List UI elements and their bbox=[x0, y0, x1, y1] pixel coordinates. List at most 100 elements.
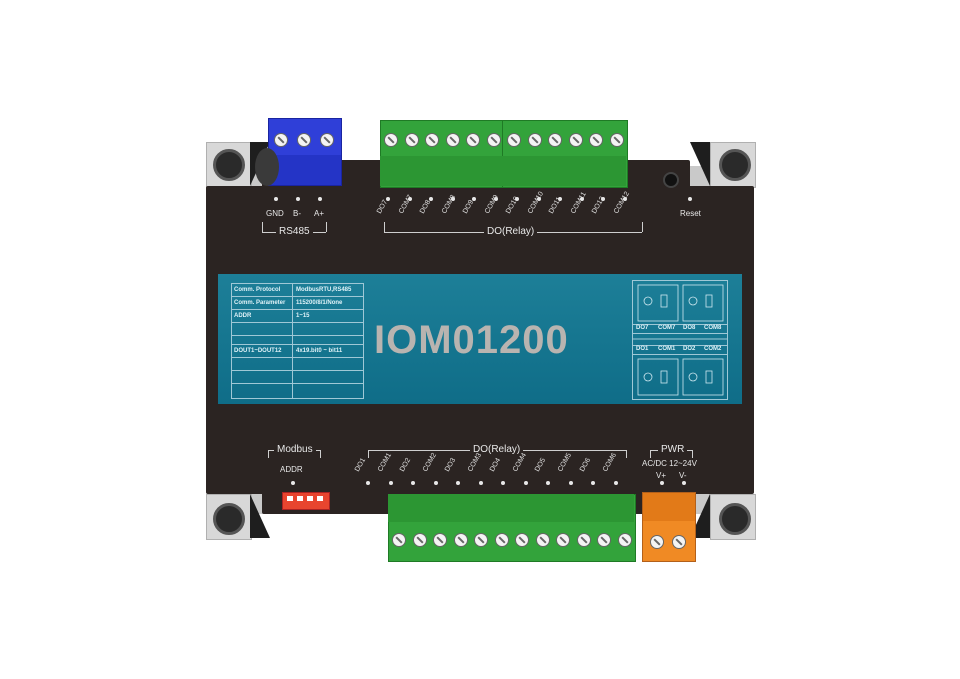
info-value: 1~15 bbox=[296, 313, 310, 319]
terminal-dot bbox=[407, 197, 412, 201]
screw-icon[interactable] bbox=[274, 133, 288, 147]
terminal-dot bbox=[601, 197, 605, 201]
screw-icon[interactable] bbox=[556, 533, 570, 547]
screw-icon[interactable] bbox=[589, 133, 603, 147]
screw-icon[interactable] bbox=[548, 133, 562, 147]
terminal-dot bbox=[429, 197, 433, 201]
terminal-dot bbox=[493, 197, 498, 201]
info-key: Comm. Parameter bbox=[234, 300, 286, 306]
terminal-dot bbox=[546, 481, 550, 485]
wiring-diagram: DO7 COM7 DO8 COM8 DO1 COM1 DO2 COM2 bbox=[632, 280, 728, 400]
terminal-dot bbox=[433, 481, 438, 485]
power-terminal-block[interactable] bbox=[642, 492, 696, 562]
screw-icon[interactable] bbox=[568, 133, 583, 147]
info-value: 115200/8/1/None bbox=[296, 300, 343, 306]
screw-icon[interactable] bbox=[535, 533, 550, 547]
screw-icon[interactable] bbox=[412, 533, 427, 547]
modbus-group-label: Modbus bbox=[274, 444, 316, 455]
terminal-dot bbox=[523, 481, 528, 485]
addr-label: ADDR bbox=[280, 465, 303, 474]
mount-hole bbox=[213, 149, 245, 181]
terminal-dot bbox=[536, 197, 541, 201]
mount-tab-top-right bbox=[710, 142, 756, 188]
front-label-panel: Comm. Protocol ModbusRTU,RS485 Comm. Par… bbox=[218, 274, 742, 404]
terminal-dot bbox=[478, 481, 483, 485]
screw-icon[interactable] bbox=[672, 535, 686, 549]
terminal-dot bbox=[366, 481, 370, 485]
reset-label: Reset bbox=[680, 209, 701, 218]
relay-wiring-svg bbox=[633, 284, 727, 396]
terminal-dot bbox=[456, 481, 460, 485]
terminal-dot bbox=[296, 197, 300, 201]
pwr-group-label: PWR bbox=[658, 444, 688, 455]
mount-tab-top-left bbox=[206, 142, 252, 188]
rs485-a-label: A+ bbox=[314, 209, 325, 218]
screw-icon[interactable] bbox=[515, 533, 529, 547]
screw-icon[interactable] bbox=[650, 535, 664, 549]
mount-tab-bottom-right bbox=[710, 494, 756, 540]
wiring-label: COM8 bbox=[704, 325, 722, 331]
terminal-dot bbox=[472, 197, 476, 201]
mount-hole bbox=[719, 149, 751, 181]
wiring-label: DO8 bbox=[683, 325, 696, 331]
screw-icon[interactable] bbox=[433, 533, 447, 547]
screw-icon[interactable] bbox=[486, 133, 501, 147]
reset-button[interactable] bbox=[663, 172, 679, 188]
terminal-dot bbox=[558, 197, 562, 201]
mount-tab-bottom-left bbox=[206, 494, 252, 540]
wiring-label: COM1 bbox=[658, 346, 676, 352]
mount-hole bbox=[719, 503, 751, 535]
terminal-dot bbox=[622, 197, 627, 201]
rs485-port-shadow bbox=[255, 148, 279, 186]
screw-icon[interactable] bbox=[425, 133, 439, 147]
mount-wedge-top-right bbox=[690, 142, 710, 186]
screw-icon[interactable] bbox=[494, 533, 509, 547]
info-key: ADDR bbox=[234, 313, 252, 319]
rs485-gnd-label: GND bbox=[266, 209, 284, 218]
rs485-group-label: RS485 bbox=[276, 226, 313, 237]
terminal-dot bbox=[568, 481, 573, 485]
info-value: ModbusRTU,RS485 bbox=[296, 287, 352, 293]
screw-icon[interactable] bbox=[466, 133, 480, 147]
screw-icon[interactable] bbox=[453, 533, 468, 547]
addr-dot bbox=[291, 481, 295, 485]
screw-icon[interactable] bbox=[297, 133, 311, 147]
pwr-spec-label: AC/DC 12~24V bbox=[642, 459, 697, 468]
screw-icon[interactable] bbox=[597, 533, 611, 547]
screw-icon[interactable] bbox=[527, 133, 542, 147]
terminal-dot bbox=[515, 197, 519, 201]
screw-icon[interactable] bbox=[320, 133, 334, 147]
wiring-label: DO7 bbox=[636, 325, 649, 331]
terminal-dot bbox=[613, 481, 618, 485]
model-name: IOM01200 bbox=[374, 318, 569, 362]
top-do-group-label: DO(Relay) bbox=[484, 226, 538, 237]
info-key: DOUT1~DOUT12 bbox=[234, 348, 282, 354]
screw-icon[interactable] bbox=[474, 533, 488, 547]
bottom-terminal-upper bbox=[388, 494, 634, 522]
info-value: 4x19.bit0 ~ bit11 bbox=[296, 348, 343, 354]
mount-hole bbox=[213, 503, 245, 535]
terminal-dot bbox=[450, 197, 455, 201]
screw-icon[interactable] bbox=[576, 533, 591, 547]
info-table: Comm. Protocol ModbusRTU,RS485 Comm. Par… bbox=[231, 283, 364, 399]
screw-icon[interactable] bbox=[507, 133, 521, 147]
terminal-dot bbox=[274, 197, 278, 201]
terminal-dot bbox=[388, 481, 393, 485]
screw-icon[interactable] bbox=[404, 133, 419, 147]
screw-icon[interactable] bbox=[617, 533, 632, 547]
terminal-dot bbox=[660, 481, 664, 485]
terminal-dot bbox=[579, 197, 584, 201]
screw-icon[interactable] bbox=[384, 133, 398, 147]
screw-icon[interactable] bbox=[392, 533, 406, 547]
terminal-dot bbox=[386, 197, 390, 201]
terminal-dot bbox=[501, 481, 505, 485]
addr-dip-switch[interactable] bbox=[282, 492, 330, 510]
terminal-dot bbox=[318, 197, 322, 201]
bottom-do-group-label: DO(Relay) bbox=[470, 444, 524, 455]
screw-icon[interactable] bbox=[445, 133, 460, 147]
screw-icon[interactable] bbox=[609, 133, 624, 147]
rs485-terminal-block[interactable] bbox=[268, 118, 342, 186]
terminal-dot bbox=[591, 481, 595, 485]
reset-dot bbox=[688, 197, 692, 201]
pwr-vminus-label: V- bbox=[679, 471, 687, 480]
